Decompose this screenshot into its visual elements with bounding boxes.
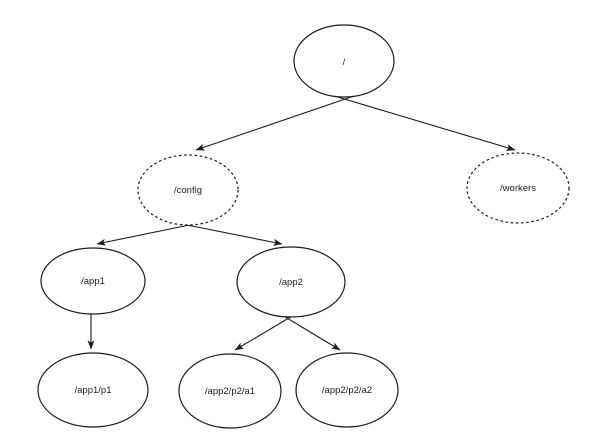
node-app2-p2-a1-label: /app2/p2/a1 <box>205 386 255 397</box>
node-root: / <box>293 24 395 98</box>
node-app2-ellipse <box>236 246 346 318</box>
edge-config-app2 <box>176 222 283 246</box>
edge-app2-a2 <box>281 314 341 351</box>
node-config-label: /config <box>174 185 202 196</box>
node-config-ellipse <box>137 154 239 226</box>
node-app1-ellipse <box>40 247 146 315</box>
node-workers-ellipse <box>466 152 570 224</box>
node-app2-label: /app2 <box>279 277 303 288</box>
node-app2-p2-a2: /app2/p2/a2 <box>295 352 399 428</box>
node-app2-p2-a2-ellipse <box>295 352 399 428</box>
node-workers-label: /workers <box>500 183 536 194</box>
node-app1-p1: /app1/p1 <box>37 352 149 428</box>
node-app2: /app2 <box>236 246 346 318</box>
node-app1-p1-ellipse <box>37 352 149 428</box>
edge-root-workers <box>330 94 516 151</box>
edge-root-config <box>195 94 358 151</box>
edges-group <box>87 94 516 351</box>
node-workers: /workers <box>466 152 570 224</box>
node-app2-p2-a1-ellipse <box>178 353 282 429</box>
node-app1-p1-label: /app1/p1 <box>75 385 112 396</box>
node-root-label: / <box>343 57 346 68</box>
node-app2-p2-a2-label: /app2/p2/a2 <box>322 385 372 396</box>
edge-config-app1 <box>96 222 200 246</box>
node-config: /config <box>137 154 239 226</box>
edge-app2-a1 <box>234 314 295 351</box>
node-root-ellipse <box>293 24 395 98</box>
node-app1: /app1 <box>40 247 146 315</box>
node-app2-p2-a1: /app2/p2/a1 <box>178 353 282 429</box>
node-app1-label: /app1 <box>81 276 105 287</box>
